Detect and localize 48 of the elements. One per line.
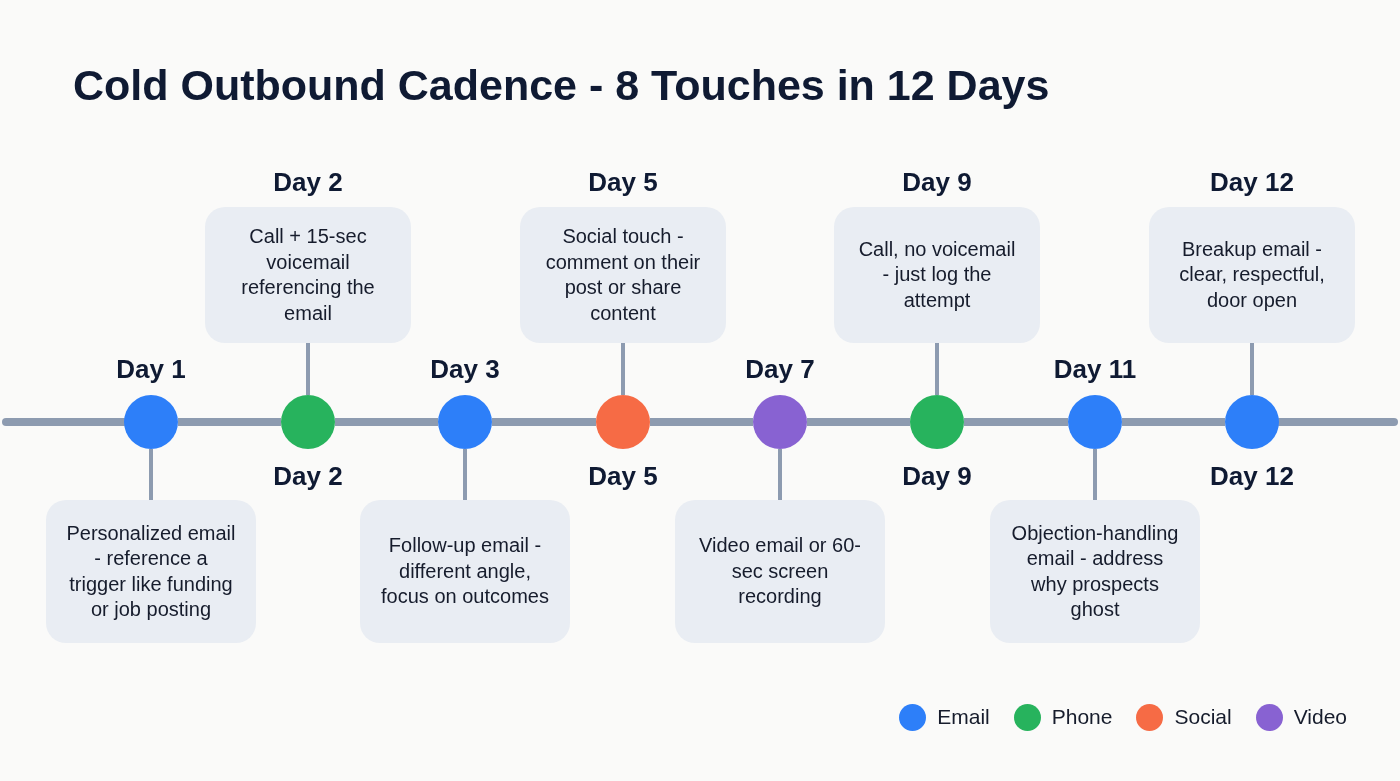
legend-label: Email bbox=[937, 704, 990, 730]
timeline-line bbox=[807, 418, 910, 426]
day-label: Day 12 bbox=[1210, 460, 1294, 493]
note-card: Video email or 60-sec screen recording bbox=[675, 500, 885, 643]
leader-line bbox=[621, 343, 625, 395]
note-card: Objection-handling email - address why prospects ghost bbox=[990, 500, 1200, 643]
note-card: Breakup email - clear, respectful, door open bbox=[1149, 207, 1355, 343]
milestone-dot bbox=[753, 395, 807, 449]
note-card: Follow-up email - different angle, focus on outcomes bbox=[360, 500, 570, 643]
milestone-dot bbox=[596, 395, 650, 449]
timeline-line bbox=[178, 418, 281, 426]
day-label: Day 9 bbox=[902, 460, 972, 493]
day-label: Day 11 bbox=[1053, 353, 1137, 386]
leader-line bbox=[306, 343, 310, 395]
leader-line bbox=[1250, 343, 1254, 395]
milestone-dot bbox=[1068, 395, 1122, 449]
legend-label: Social bbox=[1174, 704, 1232, 730]
timeline-line bbox=[492, 418, 596, 426]
timeline-line bbox=[964, 418, 1068, 426]
milestone-dot bbox=[910, 395, 964, 449]
day-label: Day 7 bbox=[745, 353, 815, 386]
leader-line bbox=[1093, 449, 1097, 500]
timeline-line bbox=[650, 418, 753, 426]
legend-label: Phone bbox=[1051, 704, 1113, 730]
day-label: Day 12 bbox=[1210, 166, 1294, 199]
note-card: Call, no voicemail - just log the attempt bbox=[834, 207, 1040, 343]
day-label: Day 9 bbox=[902, 166, 972, 199]
milestone-dot bbox=[438, 395, 492, 449]
milestone-dot bbox=[124, 395, 178, 449]
note-card: Social touch - comment on their post or share content bbox=[520, 207, 726, 343]
day-label: Day 3 bbox=[430, 353, 500, 386]
leader-line bbox=[463, 449, 467, 500]
milestone-dot bbox=[1225, 395, 1279, 449]
timeline-line bbox=[1122, 418, 1225, 426]
day-label: Day 5 bbox=[588, 460, 658, 493]
day-label: Day 1 bbox=[116, 353, 186, 386]
note-card: Personalized email - reference a trigger like funding or job posting bbox=[46, 500, 256, 643]
day-label: Day 2 bbox=[273, 166, 343, 199]
legend-label: Video bbox=[1293, 704, 1347, 730]
leader-line bbox=[935, 343, 939, 395]
note-card: Call + 15-sec voicemail referencing the email bbox=[205, 207, 411, 343]
day-label: Day 5 bbox=[588, 166, 658, 199]
timeline-line bbox=[335, 418, 438, 426]
day-label: Day 2 bbox=[273, 460, 343, 493]
title: Cold Outbound Cadence - 8 Touches in 12 Days bbox=[73, 60, 1050, 111]
leader-line bbox=[778, 449, 782, 500]
milestone-dot bbox=[281, 395, 335, 449]
leader-line bbox=[149, 449, 153, 500]
